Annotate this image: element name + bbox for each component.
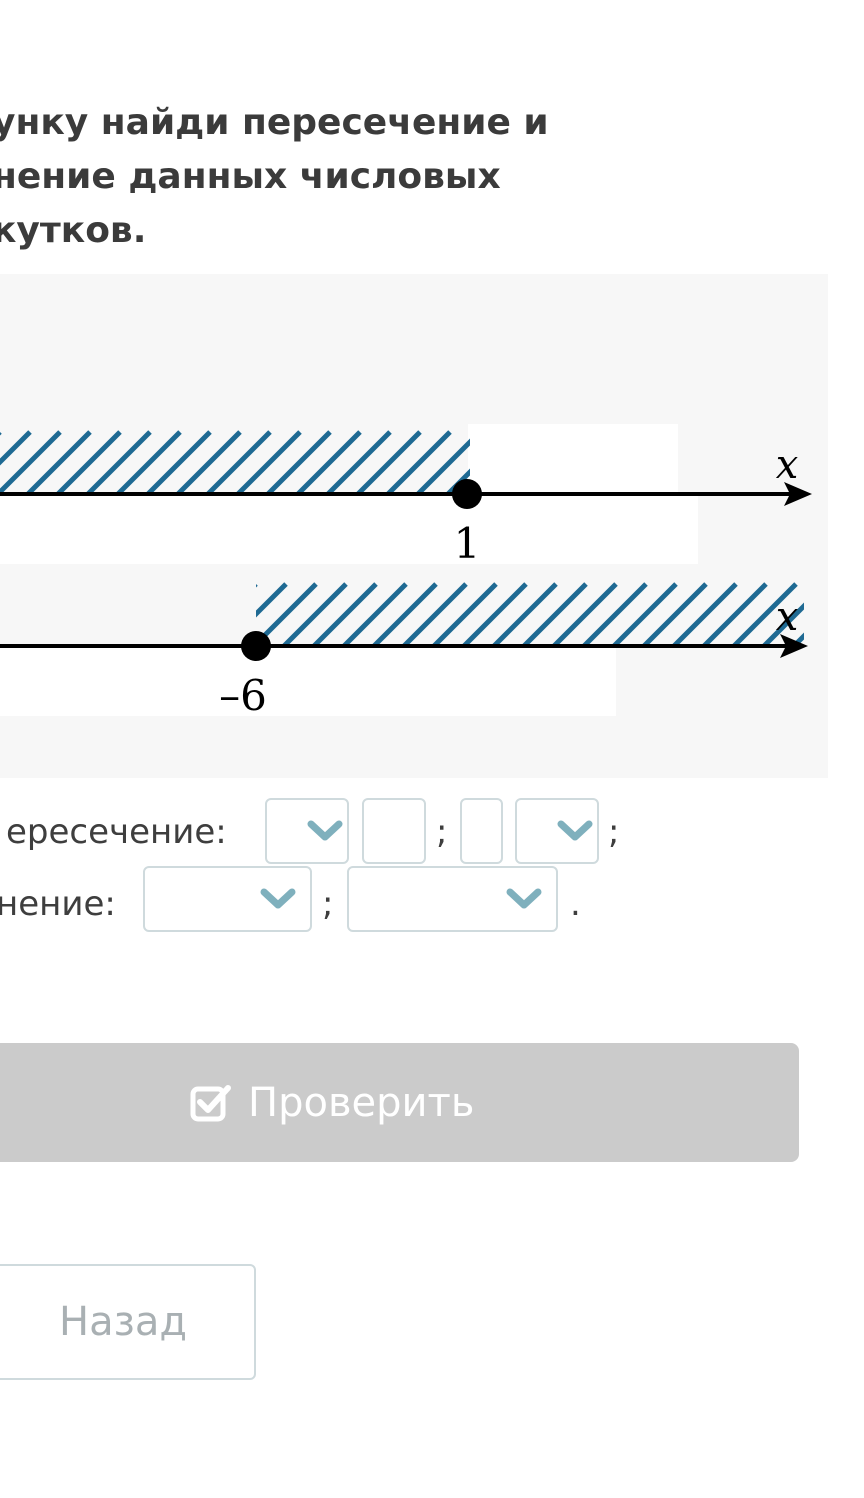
line2-point-label: –6 (219, 671, 267, 720)
intersection-end: ; (608, 812, 620, 852)
line1-hatch-stroke (26, 430, 92, 496)
line1-hatch (0, 430, 470, 496)
line1-hatch-stroke (356, 430, 422, 496)
line2-hatch (256, 582, 864, 647)
line1-hatch-stroke (296, 430, 362, 496)
line2-point (241, 631, 271, 661)
union-label: нение: (0, 884, 116, 924)
chevron-down-icon (307, 820, 343, 841)
back-button-label: Назад (58, 1299, 188, 1345)
union-row: нение: ; . (0, 866, 864, 932)
chevron-down-icon (506, 888, 542, 909)
line1-axis-label: x (776, 442, 799, 488)
line2-axis-label: x (776, 594, 799, 640)
check-button-label: Проверить (248, 1079, 475, 1126)
line2-hatch-stroke (642, 582, 708, 647)
line2-hatch-stroke (342, 582, 408, 647)
line2-hatch-stroke (462, 582, 528, 647)
intersection-label: ересечение: (6, 812, 227, 852)
line2-bottom-bg (0, 646, 616, 716)
intersection-left-bracket-select[interactable] (265, 798, 349, 864)
line2-hatch-stroke (824, 584, 864, 646)
union-left-select[interactable] (143, 866, 312, 932)
intersection-right-bracket-select[interactable] (515, 798, 599, 864)
number-lines-figure: 1 x –6 x (0, 424, 864, 720)
line1-hatch-stroke (0, 430, 32, 466)
union-end: . (570, 884, 581, 924)
check-button[interactable]: Проверить (0, 1043, 799, 1162)
line1-label-bg (468, 424, 678, 494)
line1-hatch-stroke (206, 430, 272, 496)
line1-hatch-stroke (326, 430, 392, 496)
chevron-down-icon (557, 820, 593, 841)
union-right-select[interactable] (347, 866, 558, 932)
line1-hatch-stroke (176, 430, 242, 496)
line2-hatch-stroke (402, 582, 468, 647)
line2-hatch-stroke (492, 582, 558, 647)
line1-hatch-stroke (266, 430, 332, 496)
line2-hatch-stroke (522, 582, 588, 647)
intersection-left-value-input[interactable] (362, 798, 426, 864)
union-separator: ; (322, 884, 334, 924)
line1-hatch-stroke (416, 438, 470, 496)
line1-point-label: 1 (454, 519, 481, 568)
line1-hatch-stroke (146, 430, 212, 496)
line1-hatch-stroke (0, 430, 62, 496)
checkbox-check-icon (190, 1084, 231, 1121)
intersection-separator: ; (436, 812, 448, 852)
line2-hatch-stroke (702, 582, 768, 647)
task-title-line-3: кутков. (0, 210, 147, 251)
task-title-line-2: нение данных числовых (0, 156, 501, 197)
line2-hatch-stroke (732, 582, 798, 647)
line1-arrow-icon (784, 482, 812, 506)
line2-hatch-stroke (282, 582, 348, 647)
line1-bottom-bg (0, 494, 698, 564)
line2-hatch-stroke (372, 582, 438, 647)
line1-hatch-stroke (386, 430, 452, 496)
line1-hatch-stroke (56, 430, 122, 496)
line2-hatch-stroke (552, 582, 618, 647)
line2-hatch-stroke (256, 582, 288, 618)
line2-hatch-stroke (612, 582, 678, 647)
line2-hatch-stroke (432, 582, 498, 647)
line2-hatch-stroke (762, 602, 804, 647)
line2-hatch-stroke (312, 582, 378, 647)
intersection-right-value-input[interactable] (460, 798, 503, 864)
line2-arrow-icon (780, 634, 808, 658)
line1-point (452, 479, 482, 509)
back-button[interactable]: Назад (0, 1264, 256, 1380)
task-title: унку найди пересечение и нение данных чи… (0, 96, 592, 258)
line2-hatch-stroke (582, 582, 648, 647)
task-title-line-1: унку найди пересечение и (0, 102, 549, 143)
check-button-content: Проверить (190, 1043, 474, 1162)
chevron-down-icon (260, 888, 296, 909)
line1-hatch-stroke (236, 430, 302, 496)
line1-hatch-stroke (86, 430, 152, 496)
line2-hatch-stroke (672, 582, 738, 647)
intersection-row: ересечение: ; ; (0, 798, 864, 864)
line2-hatch-stroke (792, 632, 804, 647)
line1-hatch-stroke (116, 430, 182, 496)
